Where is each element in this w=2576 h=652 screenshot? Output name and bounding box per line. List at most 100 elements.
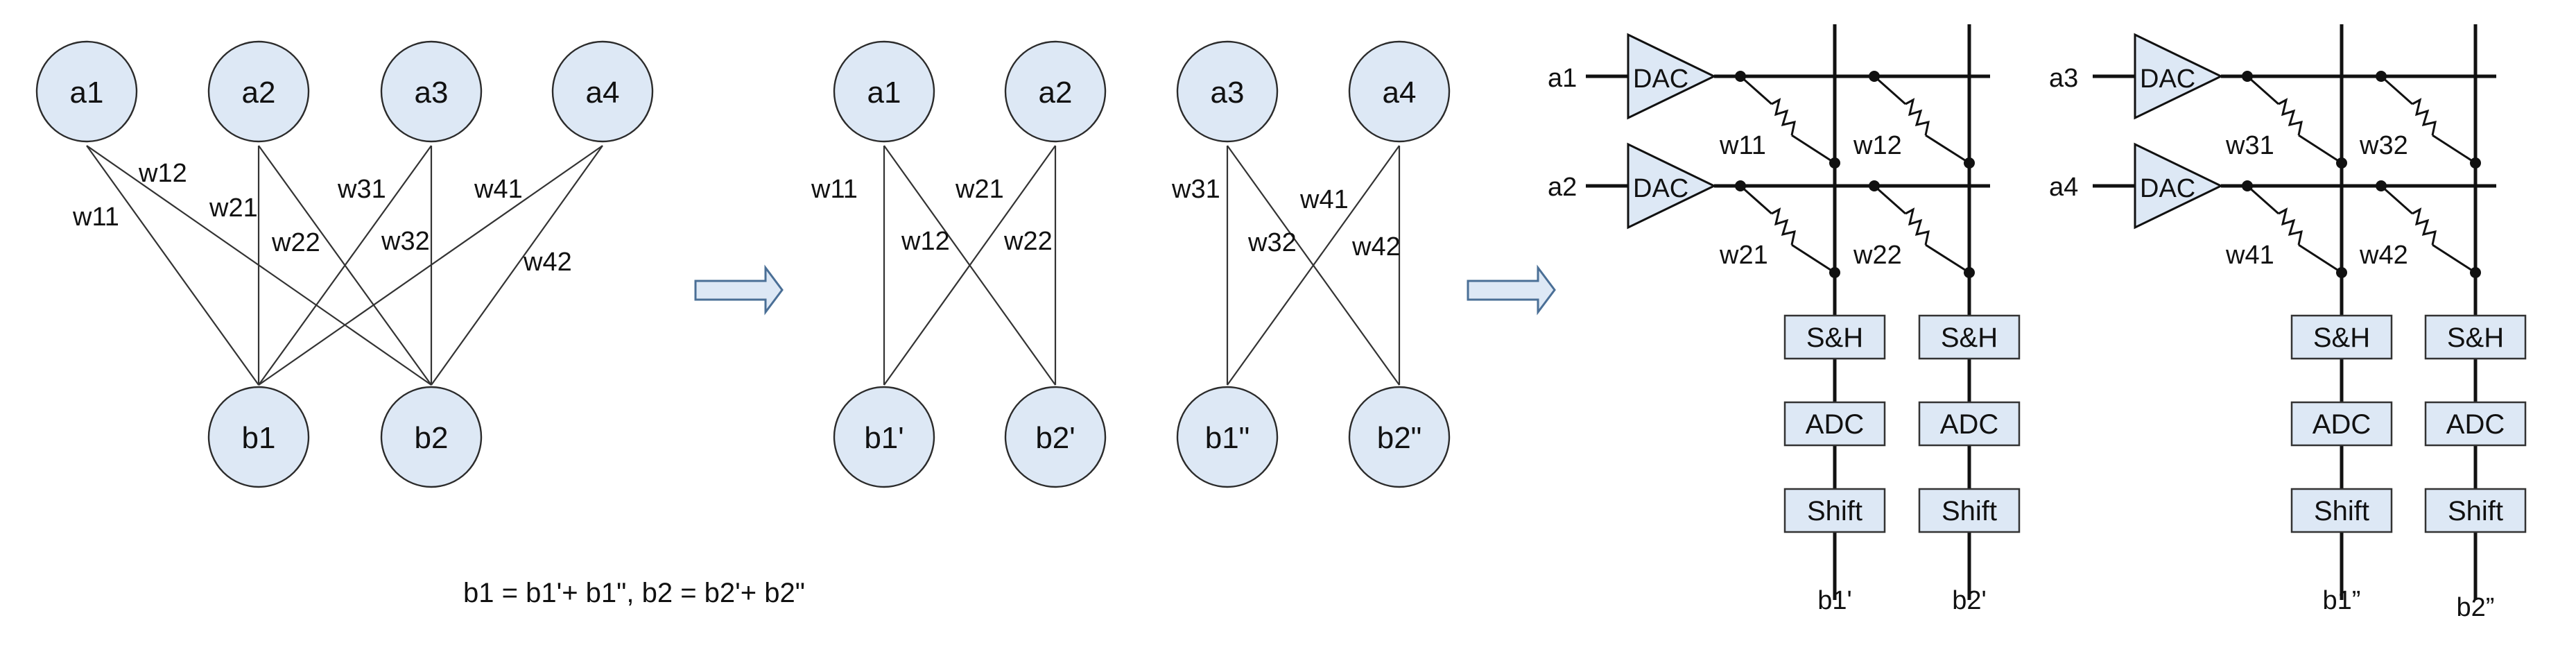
- crossbar1-weight-w11: w11: [1719, 131, 1766, 160]
- weight-w31: w31: [337, 175, 386, 204]
- weight2-w12: w12: [901, 227, 950, 256]
- node3-b2-label: b2": [1377, 421, 1422, 455]
- crossbar1-col2-adc-label: ADC: [1940, 409, 1998, 440]
- node-b1: b1: [207, 386, 310, 488]
- crossbar2-col1-shift-label: Shift: [2314, 496, 2369, 526]
- weight-w11: w11: [72, 203, 119, 232]
- edge2-w21: [883, 145, 1056, 386]
- node-b2-label: b2: [415, 421, 449, 455]
- crossbar1-col2-adc: ADC: [1918, 401, 2021, 447]
- node2-b1: b1': [833, 386, 935, 488]
- weight-w12: w12: [138, 159, 187, 188]
- crossbar1-dac-1-label: DAC: [1633, 65, 1688, 94]
- crossbar1-col1-sh-label: S&H: [1806, 323, 1863, 353]
- weight-w22: w22: [271, 228, 320, 257]
- node2-a2: a2: [1004, 40, 1107, 143]
- crossbar2-dac-2-label: DAC: [2140, 174, 2195, 203]
- resistor-w31: [2247, 75, 2342, 164]
- resistor-w42: [2380, 185, 2476, 274]
- node3-a3-label: a3: [1211, 76, 1245, 110]
- crossbar1-dac-1: DAC: [1627, 33, 1717, 120]
- node-a3: a3: [380, 40, 483, 143]
- network-2: w11 w12 w21 w22 a1 a2 b1' b2': [811, 40, 1107, 488]
- weight3-w41: w41: [1299, 185, 1349, 214]
- weight2-w11: w11: [811, 175, 858, 204]
- crossbar2-dac-1: DAC: [2134, 33, 2224, 120]
- node3-a4-label: a4: [1383, 76, 1417, 110]
- node-b2: b2: [380, 386, 483, 488]
- weight3-w32: w32: [1247, 228, 1297, 257]
- node-a3-label: a3: [415, 76, 449, 110]
- crossbar2-weight-w31: w31: [2225, 131, 2274, 160]
- crossbar2-col1-shift: Shift: [2290, 488, 2393, 533]
- crossbar1-weight-w22: w22: [1853, 241, 1902, 270]
- node3-a4: a4: [1348, 40, 1451, 143]
- crossbar1-weight-w12: w12: [1853, 131, 1902, 160]
- crossbar1-output-b1: b1': [1817, 586, 1852, 615]
- edge-w41: [258, 145, 603, 386]
- crossbar2-input-a4: a4: [2049, 173, 2078, 202]
- crossbar1-col1-adc-label: ADC: [1806, 409, 1864, 440]
- node-a2-label: a2: [242, 76, 276, 110]
- transform-arrow-2: [1467, 264, 1556, 316]
- node-a4-label: a4: [586, 76, 620, 110]
- crossbar2-dac-1-label: DAC: [2140, 65, 2195, 94]
- crossbar1-weight-w21: w21: [1719, 241, 1768, 270]
- node3-b1-label: b1": [1205, 421, 1250, 455]
- resistor-w22: [1874, 185, 1970, 274]
- node2-a1: a1: [833, 40, 935, 143]
- crossbar2-weight-w32: w32: [2359, 131, 2408, 160]
- weight3-w42: w42: [1351, 232, 1401, 261]
- crossbar2-weight-w42: w42: [2359, 241, 2408, 270]
- crossbar2-col2-shift-label: Shift: [2448, 496, 2503, 526]
- crossbar2-col1-sh-label: S&H: [2313, 323, 2370, 353]
- crossbar2-output-b1: b1”: [2323, 586, 2361, 615]
- resistor-w41: [2247, 185, 2342, 274]
- crossbar1-col2-sh-label: S&H: [1941, 323, 1998, 353]
- node-a2: a2: [207, 40, 310, 143]
- sum-formula: b1 = b1'+ b1", b2 = b2'+ b2": [463, 578, 805, 608]
- node-a4: a4: [551, 40, 654, 143]
- crossbar1-dac-2: DAC: [1627, 142, 1717, 230]
- crossbar1-input-a2: a2: [1548, 173, 1577, 202]
- weight-w42: w42: [523, 248, 572, 277]
- weight3-w31: w31: [1171, 175, 1220, 204]
- crossbar2-col2-sample-hold: S&H: [2424, 314, 2527, 360]
- crossbar-1: a1 a2 DAC DAC: [1548, 24, 2021, 615]
- edge3-w41: [1227, 145, 1400, 386]
- resistor-w12: [1874, 75, 1970, 164]
- crossbar1-col2-shift: Shift: [1918, 488, 2021, 533]
- crossbar2-col2-adc: ADC: [2424, 401, 2527, 447]
- edge-w11: [86, 145, 259, 386]
- crossbar1-col1-shift: Shift: [1783, 488, 1886, 533]
- resistor-w11: [1740, 75, 1835, 164]
- edge-w42: [431, 145, 603, 386]
- crossbar1-output-b2: b2': [1952, 586, 1987, 615]
- crossbar2-output-b2: b2”: [2457, 593, 2495, 622]
- crossbar1-col1-sample-hold: S&H: [1783, 314, 1886, 360]
- weight2-w22: w22: [1003, 227, 1053, 256]
- crossbar1-input-a1: a1: [1548, 64, 1577, 93]
- node3-b2: b2": [1348, 386, 1451, 488]
- weight-w41: w41: [474, 175, 523, 204]
- node2-b2-label: b2': [1035, 421, 1075, 455]
- weight-w32: w32: [381, 227, 430, 256]
- crossbar2-col2-shift: Shift: [2424, 488, 2527, 533]
- network-1: w11 w12 w21 w22 w31 w32 w41 w42 a1 a2 a3…: [35, 40, 654, 488]
- crossbar2-weight-w41: w41: [2225, 241, 2274, 270]
- crossbar1-col2-sample-hold: S&H: [1918, 314, 2021, 360]
- resistor-w21: [1740, 185, 1835, 274]
- node-b1-label: b1: [242, 421, 276, 455]
- crossbar2-col2-adc-label: ADC: [2446, 409, 2505, 440]
- crossbar-2: a3 a4 DAC DAC: [2049, 24, 2527, 622]
- network-3: w31 w32 w41 w42 a3 a4 b1" b2": [1171, 40, 1451, 488]
- node-a1: a1: [35, 40, 138, 143]
- node2-a1-label: a1: [867, 76, 901, 110]
- crossbar2-dac-2: DAC: [2134, 142, 2224, 230]
- crossbar1-col1-adc: ADC: [1783, 401, 1886, 447]
- node2-a2-label: a2: [1039, 76, 1073, 110]
- crossbar2-col1-adc-label: ADC: [2313, 409, 2371, 440]
- transform-arrow-1: [694, 264, 784, 316]
- crossbar2-col2-sh-label: S&H: [2447, 323, 2504, 353]
